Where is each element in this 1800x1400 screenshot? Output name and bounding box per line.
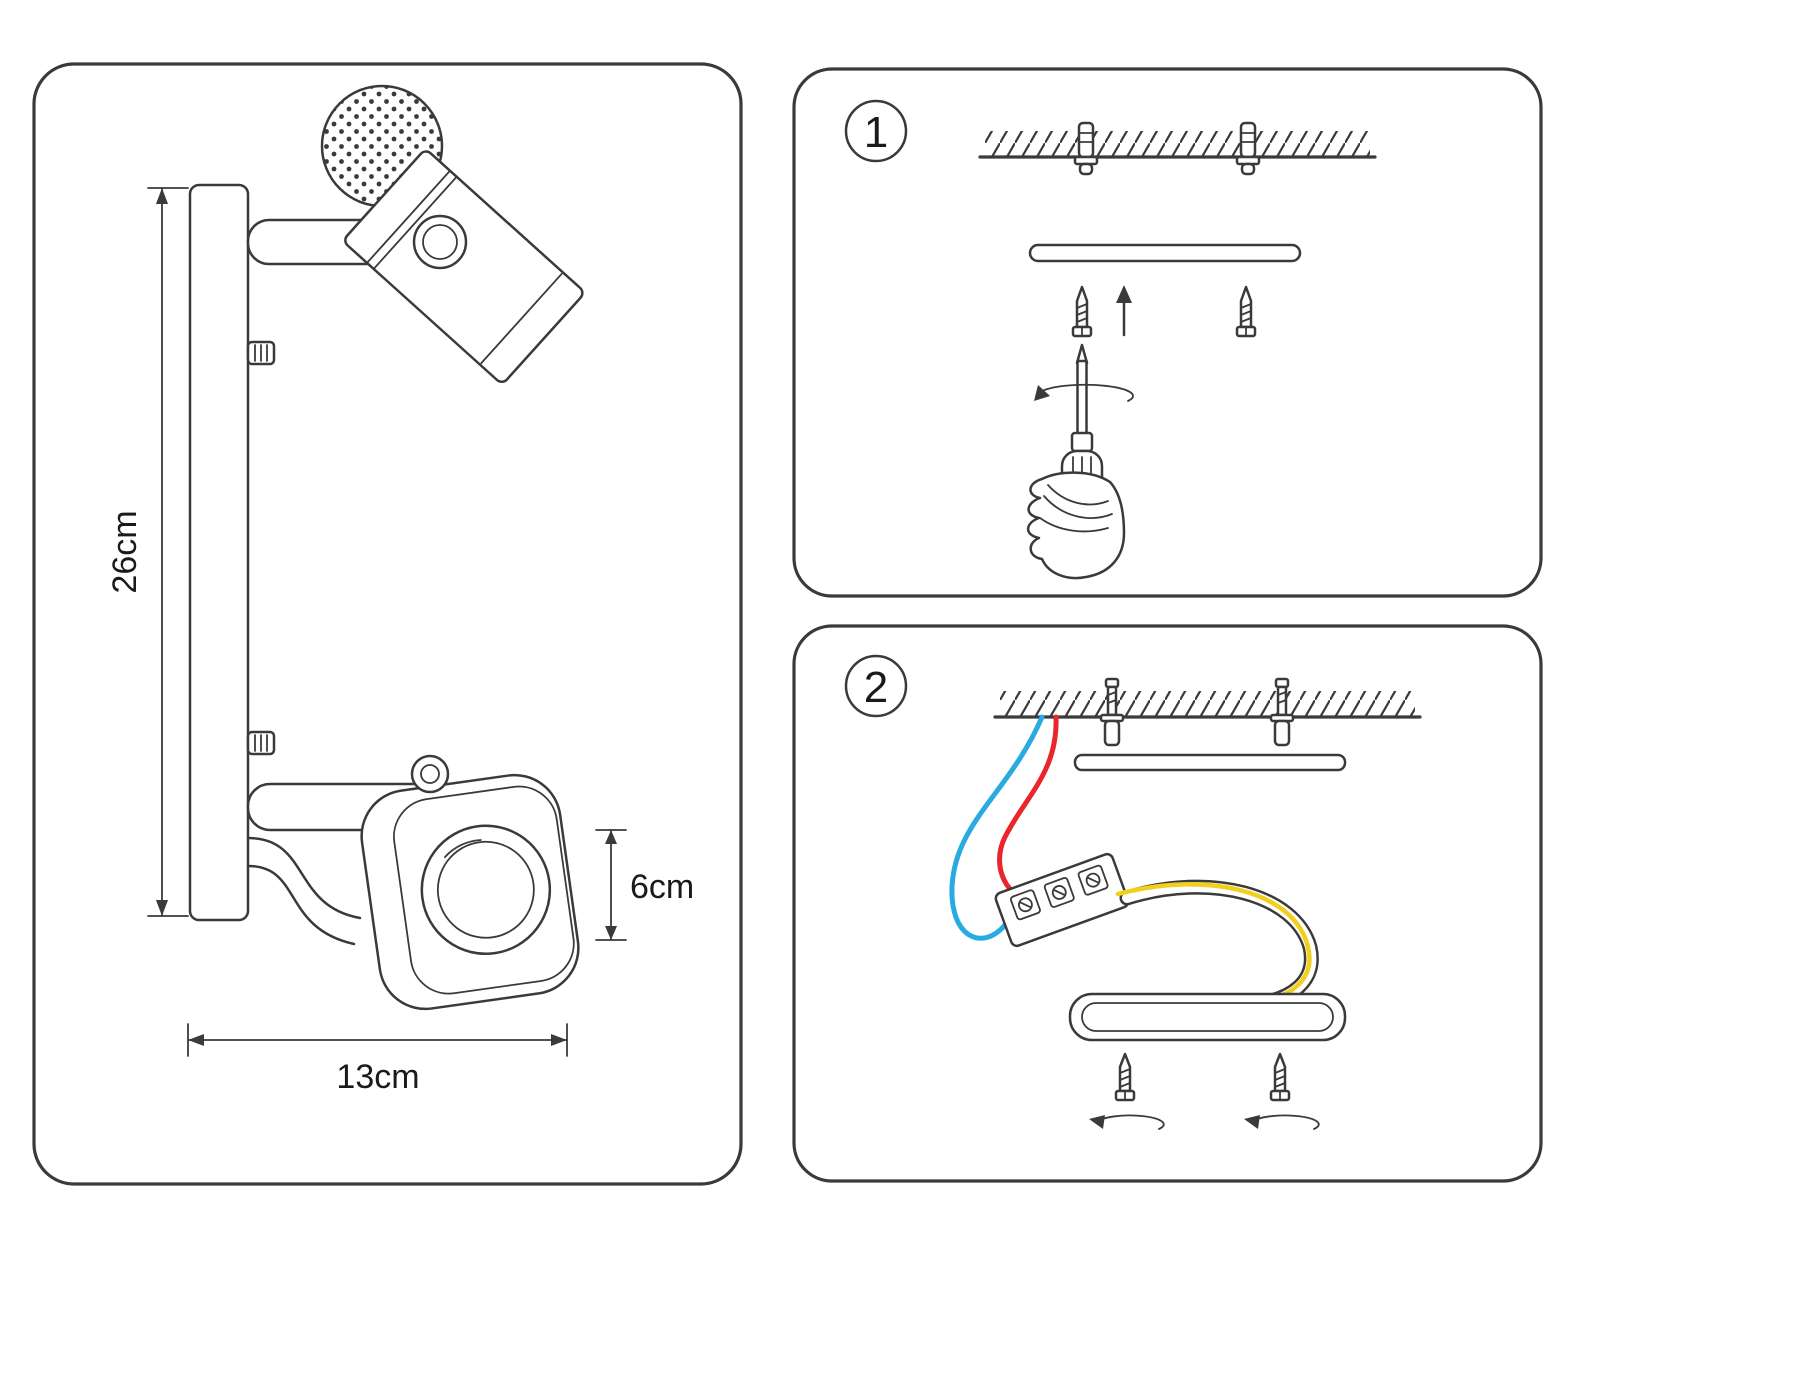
panel-border	[792, 624, 1543, 1183]
base-screw-right-icon	[1269, 1052, 1291, 1102]
fixture-cable	[1115, 879, 1319, 1012]
wall-plug-left-icon	[1073, 121, 1099, 176]
dimension-head: 6cm	[595, 829, 694, 941]
terminal-block-icon	[994, 852, 1130, 948]
mounting-bar	[1073, 753, 1347, 772]
product-dimensions-panel: 26cm 6cm 13cm	[32, 62, 743, 1186]
wire-blue	[949, 714, 1045, 941]
wire-yellow	[1115, 882, 1312, 1005]
step2-panel: 2	[792, 624, 1543, 1183]
step1-number: 1	[864, 108, 888, 157]
width-label: 13cm	[336, 1058, 419, 1096]
ceiling	[978, 131, 1377, 159]
dimension-height: 26cm	[106, 187, 189, 917]
height-label: 26cm	[106, 510, 144, 593]
ceiling	[993, 691, 1422, 719]
wall-plug-right-icon	[1235, 121, 1261, 176]
adjust-knob-top-icon	[246, 340, 276, 366]
bottom-spot-head	[360, 773, 580, 1011]
rotate-arrow-right-icon	[1243, 1114, 1320, 1130]
top-spot-head	[344, 150, 584, 384]
wire-conduit-inner	[246, 864, 356, 946]
screw-right-icon	[1235, 285, 1257, 338]
dimension-width: 13cm	[187, 1023, 568, 1096]
step2-number: 2	[864, 663, 888, 712]
hand-icon	[1026, 471, 1126, 580]
base-screw-left-icon	[1114, 1052, 1136, 1102]
adjust-knob-bottom-icon	[246, 730, 276, 756]
top-spot-pivot-icon	[412, 214, 468, 270]
mounting-bar	[1028, 243, 1302, 263]
wire-conduit-outer	[246, 836, 362, 920]
step1-panel: 1	[792, 67, 1543, 598]
panel-border	[792, 67, 1543, 598]
fixture-base	[1068, 992, 1347, 1042]
step1-badge: 1	[844, 99, 908, 163]
rotate-arrow-left-icon	[1088, 1114, 1165, 1130]
bottom-spot-knob-icon	[410, 754, 450, 794]
step2-badge: 2	[844, 654, 908, 718]
screw-left-icon	[1071, 285, 1093, 338]
head-size-label: 6cm	[630, 868, 694, 906]
mounting-plate	[188, 183, 250, 922]
up-arrow-icon	[1116, 285, 1132, 337]
panel-border	[32, 62, 743, 1186]
